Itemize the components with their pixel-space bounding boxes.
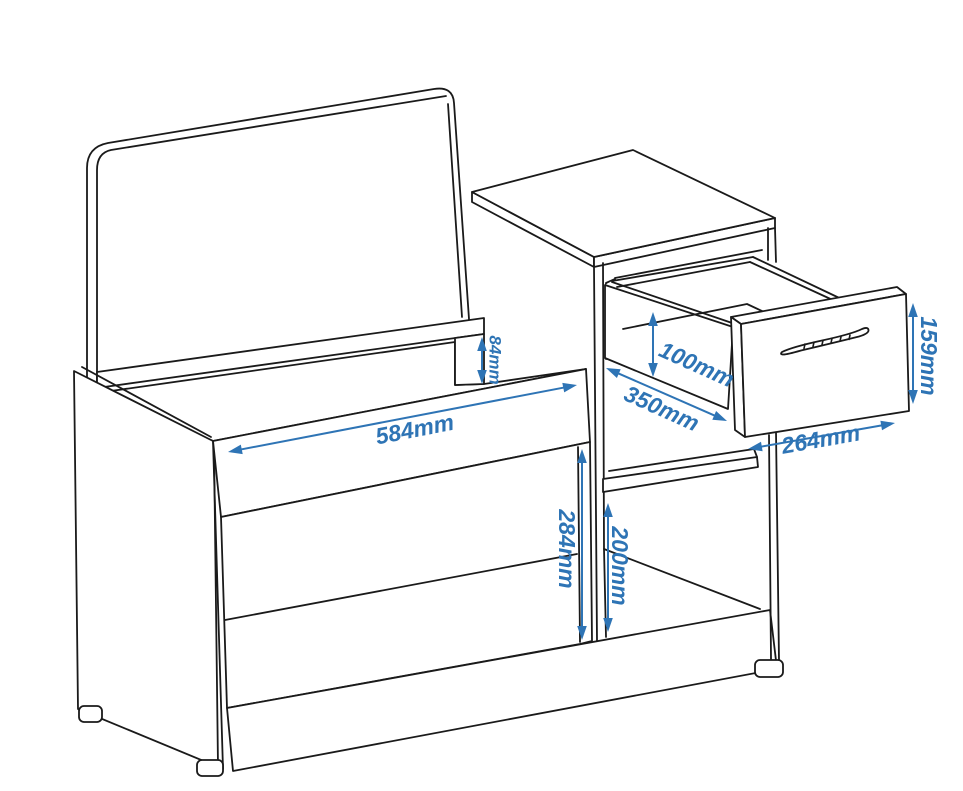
middle-shelf-top-edges bbox=[608, 448, 758, 472]
arrowhead-end bbox=[908, 390, 918, 404]
arrowhead-start bbox=[228, 444, 243, 455]
middle-shelf bbox=[602, 456, 759, 493]
drawer-left-wall bbox=[604, 281, 736, 410]
arrowhead-end bbox=[712, 411, 727, 421]
cabinet-top-surface bbox=[471, 149, 776, 258]
side-cabinet bbox=[471, 149, 780, 662]
cabinet-bottom-interior-edge bbox=[603, 548, 761, 610]
arrowhead-start bbox=[908, 303, 918, 317]
dimension-line bbox=[759, 424, 884, 448]
dimension-159mm: 159mm bbox=[908, 303, 942, 404]
drawer-opening-top-edge bbox=[614, 249, 763, 279]
seat-back-support bbox=[454, 333, 485, 386]
cabinet-right-panel-lines bbox=[767, 227, 780, 662]
dimension-label: 284mm bbox=[554, 508, 580, 588]
foot-back-left bbox=[78, 705, 103, 723]
foot-front-left bbox=[196, 759, 224, 777]
drawer-back-wall-edges bbox=[611, 256, 754, 288]
arrowhead-end bbox=[880, 420, 895, 431]
arrowhead-start bbox=[648, 312, 658, 326]
left-side-panel-edges bbox=[81, 366, 219, 767]
arrowhead-start bbox=[477, 337, 487, 351]
arrowhead-start bbox=[603, 503, 613, 517]
drawer bbox=[604, 256, 910, 438]
dimension-200mm: 200mm bbox=[603, 503, 633, 632]
foot-right bbox=[754, 659, 784, 678]
compartment-interior-edges bbox=[224, 446, 581, 643]
dimension-84mm: 84mm bbox=[477, 335, 505, 385]
dimension-line bbox=[616, 371, 717, 418]
arrowhead-end bbox=[577, 626, 587, 640]
arrowhead-end bbox=[562, 382, 577, 393]
arrowhead-start bbox=[577, 449, 587, 463]
dimension-label: 84mm bbox=[486, 335, 505, 384]
backrest-panel-thickness-lines bbox=[96, 95, 463, 384]
drawer-handle-grip-dashes bbox=[803, 334, 851, 350]
backrest-panel bbox=[86, 87, 470, 392]
drawer-handle bbox=[780, 327, 870, 356]
arrowhead-end bbox=[603, 618, 613, 632]
drawer-handle-outline bbox=[780, 327, 870, 356]
furniture-line-art bbox=[73, 87, 910, 777]
dimension-284mm: 284mm bbox=[554, 449, 587, 640]
arrowhead-end bbox=[648, 363, 658, 377]
dimension-line bbox=[239, 386, 566, 451]
drawer-box-fill bbox=[605, 257, 852, 409]
backrest-panel-outline bbox=[86, 87, 470, 392]
dimension-label: 159mm bbox=[916, 316, 942, 395]
dimension-label: 200mm bbox=[607, 525, 633, 605]
open-compartment bbox=[220, 441, 593, 709]
arrowhead-start bbox=[748, 441, 763, 452]
arrowhead-start bbox=[606, 368, 621, 378]
arrowhead-end bbox=[477, 370, 487, 384]
feet bbox=[78, 659, 784, 777]
